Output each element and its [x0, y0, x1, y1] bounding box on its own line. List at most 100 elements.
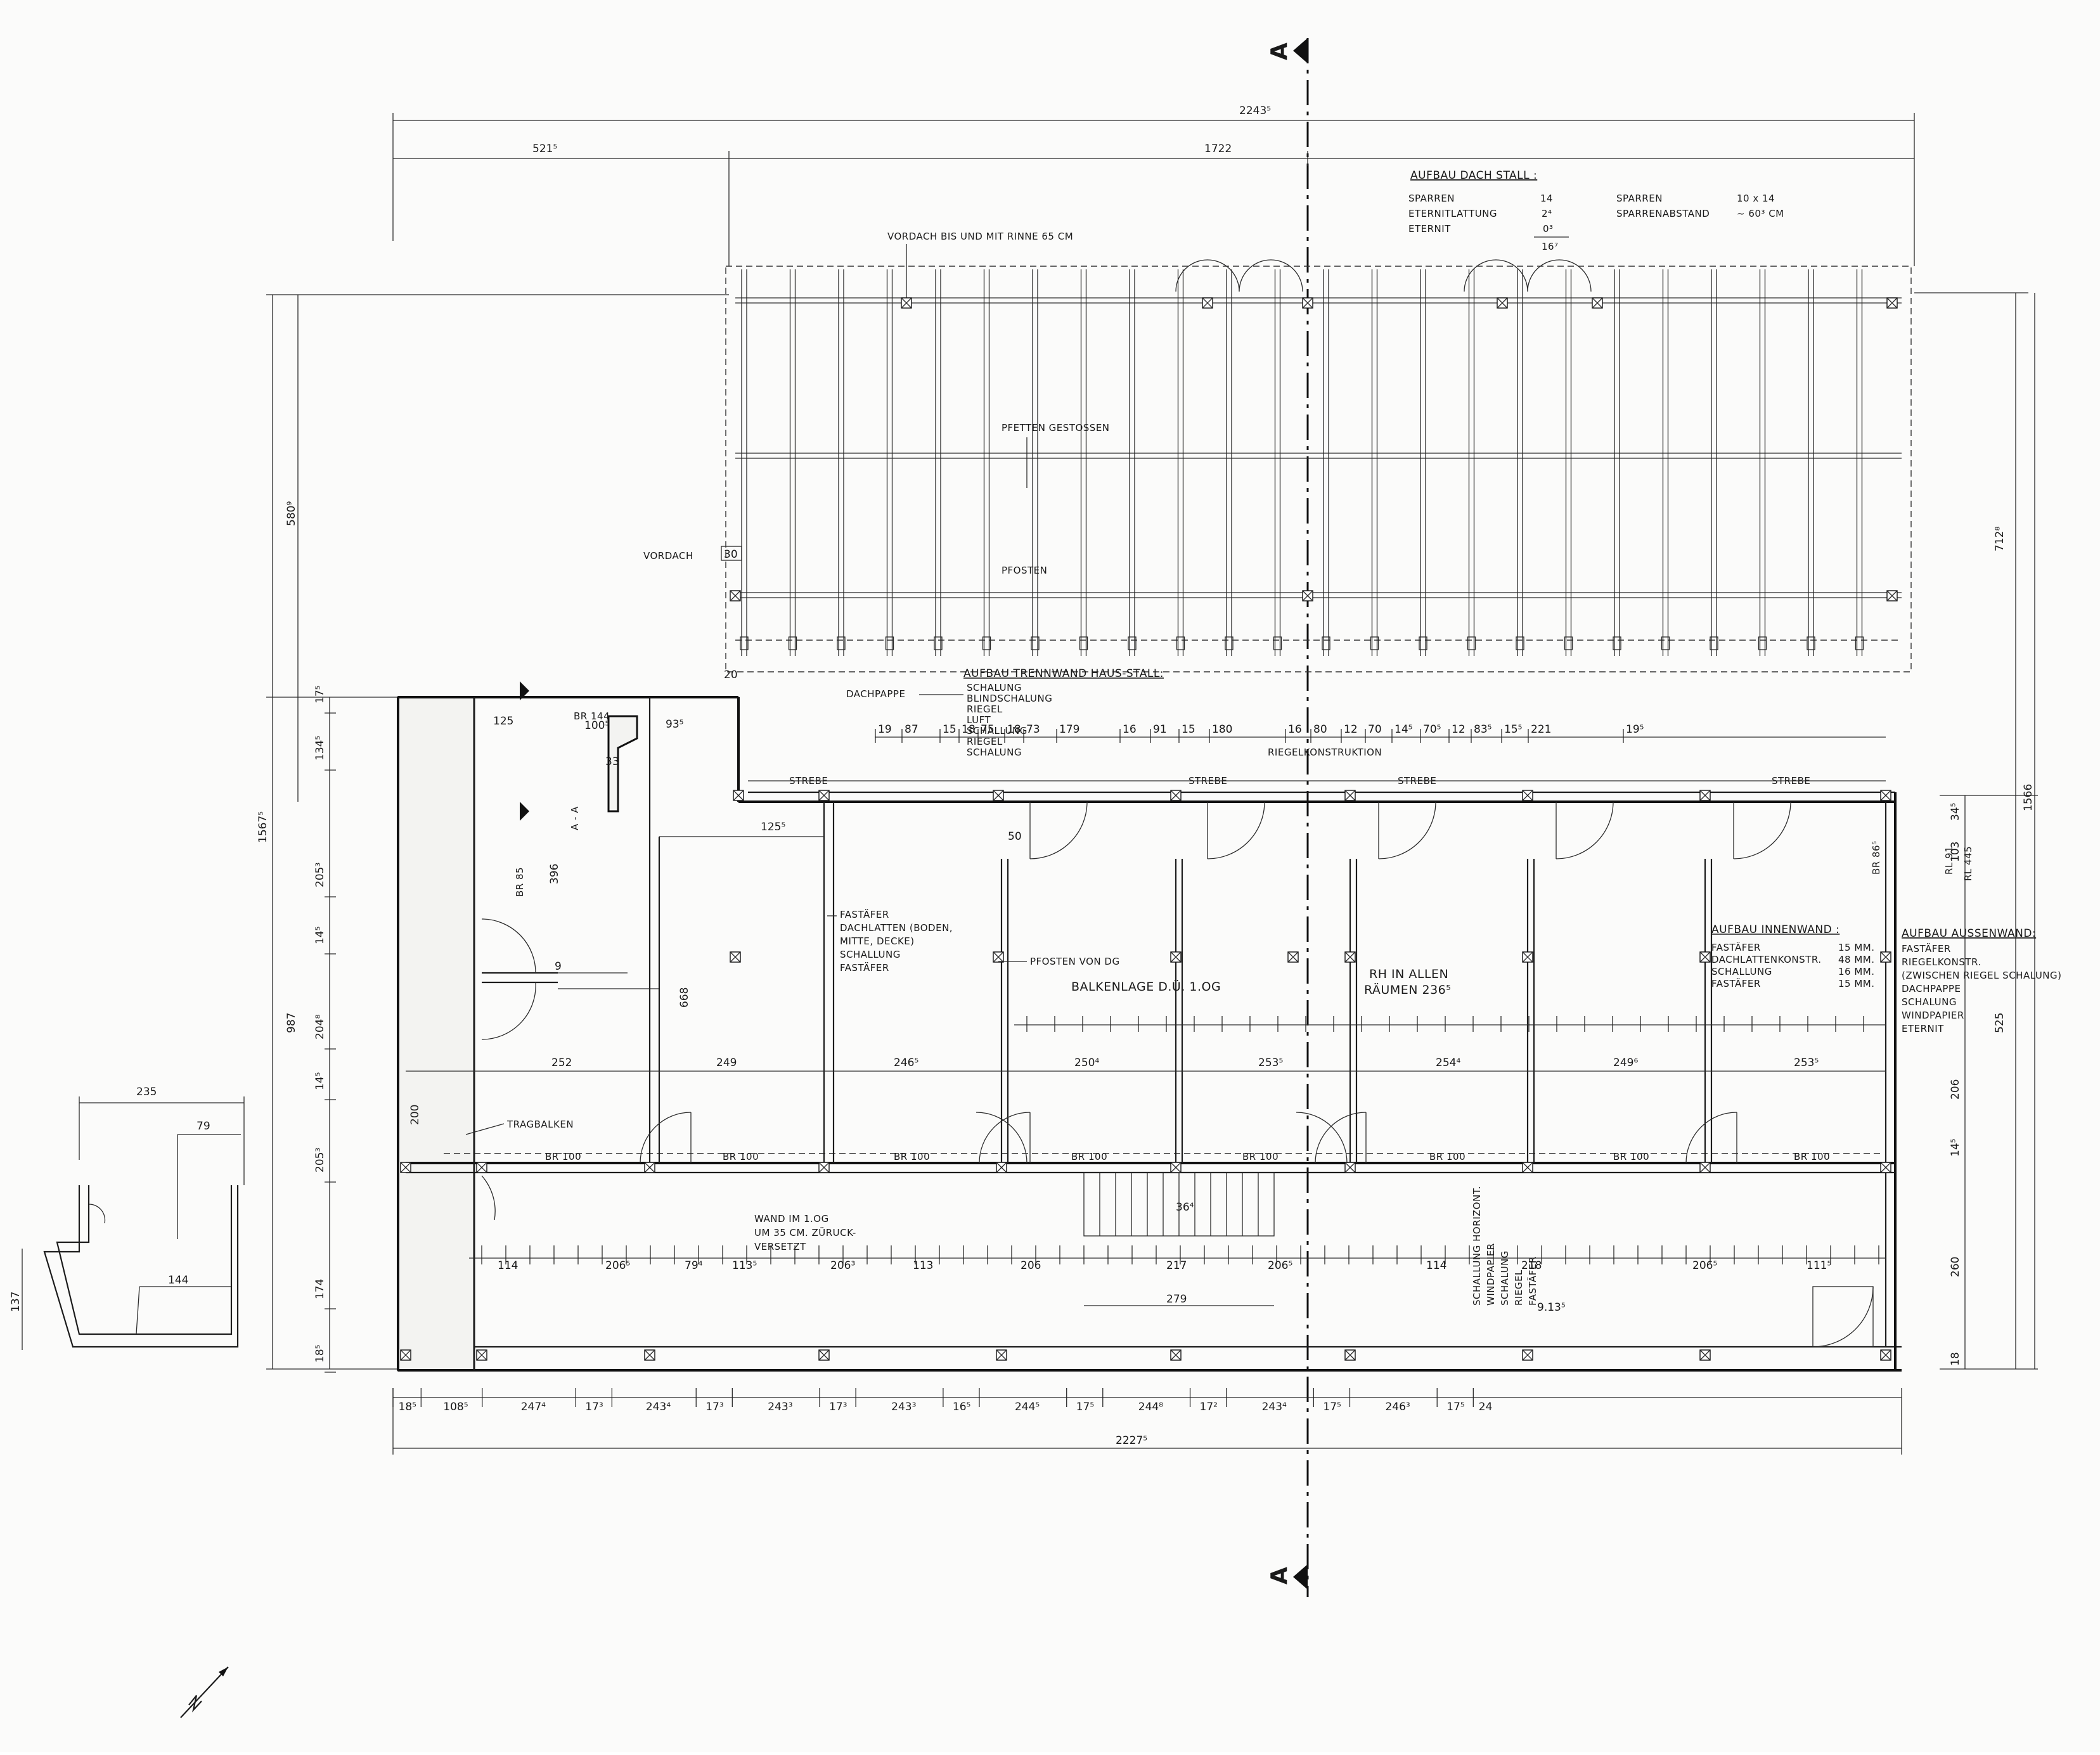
- band-dim: 87: [905, 723, 918, 736]
- rafter-end: [1176, 636, 1185, 650]
- post-cross: [1202, 297, 1213, 309]
- door-arc: [481, 982, 536, 1040]
- room-width-label: 246⁵: [894, 1057, 918, 1069]
- band-dim: 14⁵: [1395, 723, 1412, 736]
- inner-dim: 396: [548, 864, 561, 884]
- rafter-end: [1564, 636, 1573, 650]
- post: [1344, 790, 1356, 801]
- wall-detail: 235 79 144 137: [10, 1086, 245, 1350]
- trennwand-item: BLINDSCHALUNG: [967, 693, 1052, 704]
- chain-dim: 16⁵: [953, 1401, 970, 1413]
- post: [818, 790, 830, 801]
- door-arc: [1556, 801, 1614, 859]
- door-dim: 206: [1021, 1259, 1041, 1272]
- dim-right-top: 1722: [1204, 143, 1232, 155]
- schalung-item: SCHALLUNG HORIZONT.: [1471, 1186, 1483, 1306]
- chain-dim: 24: [1479, 1401, 1493, 1413]
- stair-dim: 36⁴: [1176, 1201, 1194, 1214]
- stair-width: 279: [1166, 1293, 1187, 1306]
- post: [1344, 951, 1356, 963]
- band-dim: 15⁵: [1504, 723, 1522, 736]
- post-cross: [1522, 1162, 1533, 1173]
- door-dim: 113: [913, 1259, 933, 1272]
- br100-label: BR 100: [894, 1151, 930, 1162]
- post-cross: [476, 1349, 487, 1361]
- roof-row1-b: 14: [1540, 193, 1553, 204]
- roof-row2-c: SPARRENABSTAND: [1616, 208, 1710, 219]
- br100-label: BR 100: [545, 1151, 581, 1162]
- door-dim: 79⁴: [685, 1259, 703, 1272]
- door-arc: [1812, 1286, 1874, 1347]
- trennwand-item: RIEGEL: [967, 704, 1003, 715]
- trennwand-title: AUFBAU TRENNWAND HAUS-STALL:: [963, 667, 1164, 680]
- post-cross: [1170, 1162, 1182, 1173]
- door-arc: [1733, 801, 1791, 859]
- schalung-dim: 9.13⁵: [1537, 1301, 1566, 1314]
- dim-right-525: 525: [1994, 1013, 2006, 1033]
- section-arrow-bottom: [1293, 1564, 1308, 1590]
- trennwand-list: SCHALUNGBLINDSCHALUNGRIEGELLUFTSCHALLUNG…: [967, 682, 1052, 758]
- band-dim: 221: [1531, 723, 1551, 736]
- post-cross: [1886, 297, 1898, 309]
- chain-dim: 244⁸: [1138, 1401, 1163, 1413]
- post-cross: [1699, 1349, 1711, 1361]
- fasttafer-item: FASTÄFER: [840, 961, 889, 974]
- roof-notes-title: AUFBAU DACH STALL :: [1410, 169, 1537, 182]
- post-cross: [1344, 1162, 1356, 1173]
- post-cross: [644, 1162, 655, 1173]
- chain-dim: 246³: [1385, 1401, 1410, 1413]
- post-cross: [1699, 790, 1711, 801]
- aussenwand-item: (ZWISCHEN RIEGEL SCHALUNG): [1902, 970, 2062, 981]
- schalung-item: RIEGEL: [1513, 1270, 1524, 1306]
- post-cross: [901, 297, 912, 309]
- chain-dim: 17³: [829, 1401, 847, 1413]
- chain-dim: 244⁵: [1015, 1401, 1040, 1413]
- rafter-end: [1322, 636, 1330, 650]
- label-tragbalken: TRAGBALKEN: [506, 1119, 574, 1130]
- chain-dim: 108⁵: [443, 1401, 468, 1413]
- band-dim: 75: [981, 723, 995, 736]
- post-cross: [1170, 790, 1182, 801]
- roof-row1-a: SPARREN: [1408, 193, 1455, 204]
- post-cross: [1592, 297, 1603, 309]
- left-dimensions: 1567⁵ 987 580⁹ 17⁵134⁵205³14⁵204⁸14⁵205³…: [257, 294, 729, 1373]
- post: [1522, 951, 1533, 963]
- post: [733, 790, 744, 801]
- post: [1344, 1349, 1356, 1361]
- post-cross: [993, 951, 1004, 963]
- label-rh: RH IN ALLEN: [1369, 967, 1448, 981]
- dim-right-e: 260: [1949, 1257, 1962, 1277]
- post: [996, 1349, 1007, 1361]
- chain-dim: 247⁴: [521, 1401, 546, 1413]
- label-rl91: RL 91: [1943, 846, 1955, 875]
- br100-label: BR 100: [1071, 1151, 1107, 1162]
- innenwand-item: DACHLATTENKONSTR.: [1711, 954, 1821, 965]
- door-dim: 206⁵: [1692, 1259, 1717, 1272]
- inner-dim: 125⁵: [761, 821, 785, 833]
- band-dim: 16: [1123, 723, 1137, 736]
- post-cross: [1699, 1162, 1711, 1173]
- label-br85: BR 85: [514, 867, 525, 897]
- room-width-label: 249⁶: [1613, 1057, 1638, 1069]
- schalung-item: FASTÄFER: [1526, 1256, 1538, 1306]
- post-cross: [400, 1349, 411, 1361]
- left-dim: 204⁸: [314, 1015, 326, 1039]
- post: [1886, 590, 1898, 601]
- chain-dim: 243³: [768, 1401, 792, 1413]
- dim-total-top: 2243⁵: [1239, 105, 1271, 117]
- rafters: [740, 269, 1864, 656]
- label-vordach-rinne: VORDACH BIS UND MIT RINNE 65 CM: [887, 231, 1073, 242]
- chain-dim: 17⁵: [1323, 1401, 1341, 1413]
- post: [1699, 1162, 1711, 1173]
- post: [993, 951, 1004, 963]
- roof-row1-c: SPARREN: [1616, 193, 1663, 204]
- aussenwand-item: FASTÄFER: [1902, 942, 1951, 955]
- door-arc: [1378, 801, 1436, 859]
- roof-sum: 16⁷: [1542, 241, 1559, 252]
- post: [1202, 297, 1213, 309]
- post: [1592, 297, 1603, 309]
